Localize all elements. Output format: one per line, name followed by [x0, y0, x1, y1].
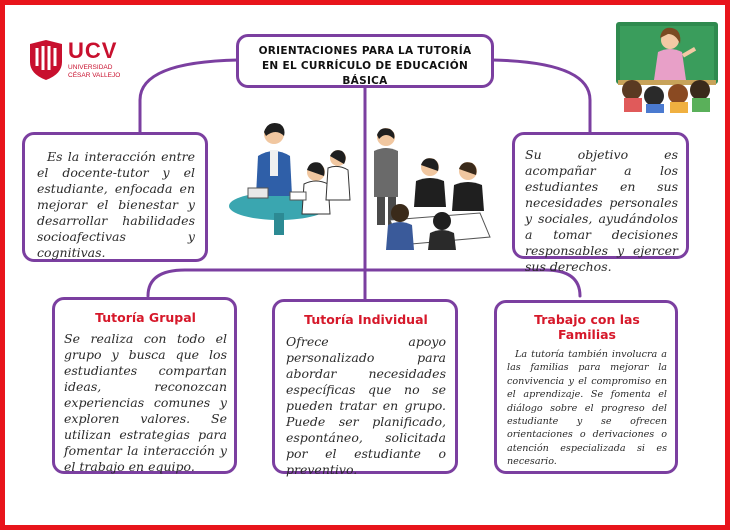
card-title-familias: Trabajo con las Familias — [534, 312, 640, 342]
definition-text: Es la interacción entre el docente-tutor… — [37, 149, 195, 260]
objective-box: Su objetivo es acompañar a los estudiant… — [512, 132, 689, 274]
meeting-illustration — [374, 128, 491, 250]
card-tutoria-individual: Tutoría Individual Ofrece apoyo personal… — [272, 299, 458, 477]
title-box: ORIENTACIONES PARA LA TUTORÍA EN EL CURR… — [236, 34, 494, 88]
objective-text: Su objetivo es acompañar a los estudiant… — [525, 147, 678, 274]
ucv-logo: UCV UNIVERSIDAD CÉSAR VALLEJO — [28, 38, 128, 82]
card-trabajo-familias: Trabajo con las Familias La tutoría tamb… — [494, 300, 678, 474]
card-text-grupal: Se realiza con todo el grupo y busca que… — [64, 331, 227, 474]
title-line1: ORIENTACIONES PARA LA TUTORÍA — [258, 45, 472, 57]
definition-box: Es la interacción entre el docente-tutor… — [22, 132, 208, 262]
card-title-grupal: Tutoría Grupal — [95, 310, 196, 325]
tutoring-table-illustration — [229, 123, 351, 235]
logo-line1: UNIVERSIDAD — [68, 64, 113, 71]
card-title-individual: Tutoría Individual — [304, 312, 428, 327]
title-line2: EN EL CURRÍCULO DE EDUCACIÓN — [261, 60, 469, 72]
logo-line2: CÉSAR VALLEJO — [68, 72, 121, 79]
teacher-students-illustration — [616, 22, 718, 113]
title-line3: BÁSICA — [342, 75, 388, 87]
card-text-individual: Ofrece apoyo personalizado para abordar … — [286, 334, 446, 477]
logo-name: UCV — [68, 38, 118, 63]
card-tutoria-grupal: Tutoría Grupal Se realiza con todo el gr… — [52, 297, 237, 474]
card-text-familias: La tutoría también involucra a las famil… — [507, 349, 667, 468]
ucv-shield-logo — [30, 40, 62, 80]
